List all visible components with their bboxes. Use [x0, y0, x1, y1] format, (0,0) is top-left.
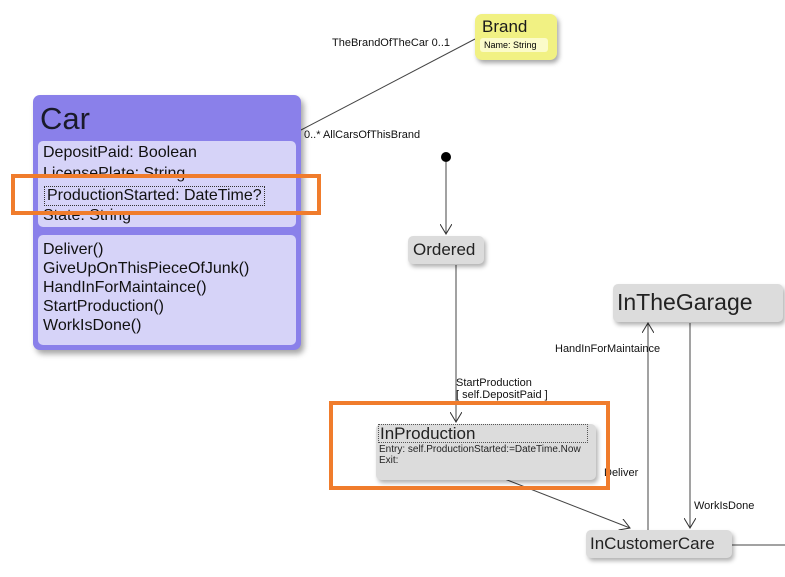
deliver-label: Deliver	[604, 467, 639, 479]
car-method: GiveUpOnThisPieceOfJunk()	[43, 260, 250, 277]
state-in-the-garage[interactable]: InTheGarage	[613, 284, 783, 322]
initial-state-dot	[441, 152, 451, 162]
car-method: StartProduction()	[43, 298, 164, 315]
highlight-in-production	[329, 401, 610, 490]
deliver-transition	[496, 475, 630, 528]
car-attribute-selected: ProductionStarted: DateTime?	[44, 186, 265, 206]
highlight-production-started	[11, 174, 321, 215]
state-in-production-label: InProduction	[378, 424, 588, 443]
brand-end-label: TheBrandOfTheCar 0..1	[332, 37, 451, 49]
brand-class-name: Brand	[482, 17, 528, 36]
state-in-the-garage-label: InTheGarage	[617, 289, 753, 315]
start-production-label: StartProduction	[456, 377, 532, 389]
car-end-label: 0..* AllCarsOfThisBrand	[304, 129, 421, 141]
brand-attribute: Name: String	[480, 38, 548, 52]
hand-in-label: HandInForMaintaince	[555, 343, 661, 355]
state-ordered[interactable]: Ordered	[408, 236, 484, 264]
state-entry-action: Entry: self.ProductionStarted:=DateTime.…	[379, 444, 581, 455]
state-in-customer-care[interactable]: InCustomerCare	[586, 530, 732, 558]
state-ordered-label: Ordered	[413, 240, 476, 259]
association-line	[300, 38, 476, 131]
car-methods: Deliver() GiveUpOnThisPieceOfJunk() Hand…	[38, 235, 296, 345]
start-production-guard: [ self.DepositPaid ]	[456, 389, 548, 401]
car-method: HandInForMaintaince()	[43, 279, 207, 296]
brand-class[interactable]: Brand Name: String	[475, 14, 557, 60]
car-method: Deliver()	[43, 241, 104, 258]
car-class[interactable]: Car DepositPaid: Boolean LicensePlate: S…	[33, 95, 301, 350]
car-method: WorkIsDone()	[43, 317, 142, 334]
car-class-name: Car	[40, 101, 90, 136]
car-attributes: DepositPaid: Boolean LicensePlate: Strin…	[38, 141, 296, 227]
state-in-production[interactable]: InProduction Entry: self.ProductionStart…	[376, 424, 596, 480]
car-attribute: DepositPaid: Boolean	[43, 144, 197, 161]
state-in-customer-care-label: InCustomerCare	[590, 534, 715, 553]
state-exit-action: Exit:	[379, 455, 399, 466]
work-is-done-label: WorkIsDone	[694, 500, 755, 512]
